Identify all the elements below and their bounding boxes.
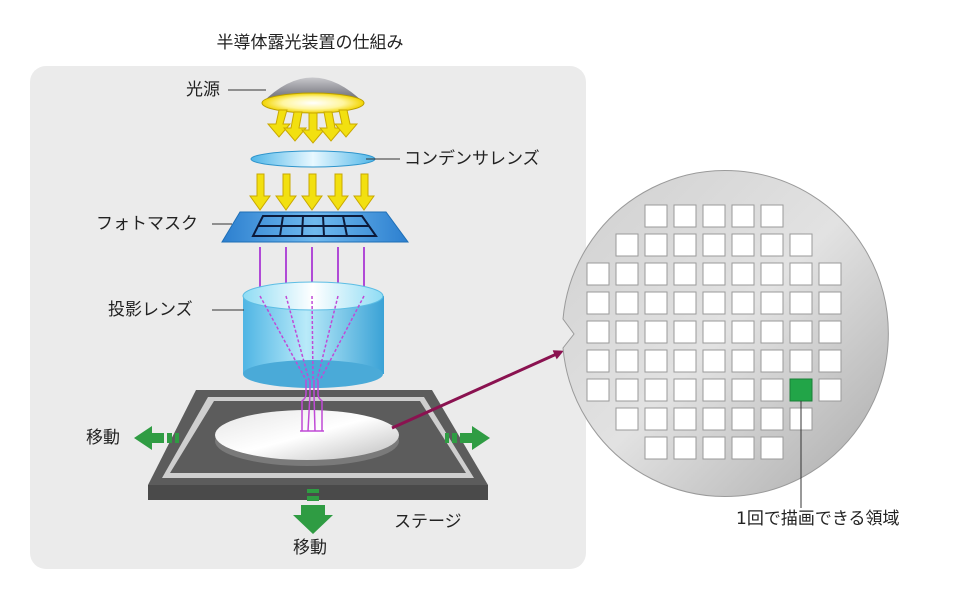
- die-highlighted: [789, 378, 813, 402]
- die: [644, 262, 668, 286]
- die: [702, 291, 726, 315]
- die: [731, 407, 755, 431]
- die: [731, 349, 755, 373]
- die: [760, 407, 784, 431]
- label-light-source: 光源: [186, 80, 220, 100]
- die: [702, 407, 726, 431]
- label-stage: ステージ: [394, 512, 462, 532]
- die: [731, 262, 755, 286]
- die: [702, 378, 726, 402]
- wafer-on-stage: [215, 410, 399, 466]
- die: [760, 262, 784, 286]
- die: [586, 262, 610, 286]
- die: [644, 407, 668, 431]
- leader-lines: [212, 89, 400, 311]
- move-arrow-right: [445, 426, 490, 450]
- diagram-title: 半導体露光装置の仕組み: [216, 33, 404, 53]
- die: [731, 378, 755, 402]
- die: [673, 233, 697, 257]
- die: [644, 378, 668, 402]
- die: [731, 436, 755, 460]
- label-condenser-lens: コンデンサレンズ: [404, 149, 540, 169]
- die: [789, 320, 813, 344]
- die: [702, 349, 726, 373]
- die: [673, 349, 697, 373]
- die: [586, 291, 610, 315]
- die: [702, 233, 726, 257]
- die: [615, 407, 639, 431]
- die: [673, 262, 697, 286]
- die: [702, 320, 726, 344]
- label-move-left: 移動: [86, 428, 120, 448]
- label-projection-lens: 投影レンズ: [108, 300, 193, 320]
- die: [644, 233, 668, 257]
- die: [644, 204, 668, 228]
- die: [673, 291, 697, 315]
- die: [789, 291, 813, 315]
- die: [731, 204, 755, 228]
- move-arrow-left: [134, 426, 179, 450]
- die: [673, 204, 697, 228]
- die: [760, 320, 784, 344]
- die: [789, 262, 813, 286]
- die: [673, 407, 697, 431]
- die: [760, 436, 784, 460]
- beams-converging: [259, 295, 365, 381]
- die: [760, 349, 784, 373]
- die: [702, 204, 726, 228]
- die: [760, 291, 784, 315]
- die: [731, 291, 755, 315]
- die: [818, 262, 842, 286]
- die: [644, 436, 668, 460]
- die: [818, 378, 842, 402]
- die: [586, 349, 610, 373]
- die: [760, 233, 784, 257]
- die: [702, 262, 726, 286]
- die: [644, 320, 668, 344]
- die: [818, 291, 842, 315]
- die: [760, 378, 784, 402]
- die: [644, 349, 668, 373]
- photomask: [221, 211, 409, 243]
- label-photomask: フォトマスク: [96, 214, 198, 234]
- die: [731, 320, 755, 344]
- die: [818, 349, 842, 373]
- die-grid: [586, 204, 842, 460]
- die: [586, 378, 610, 402]
- light-rays-upper: [266, 109, 359, 144]
- die: [818, 320, 842, 344]
- pointer-arrow: [391, 350, 564, 430]
- die: [702, 436, 726, 460]
- label-single-exposure-area: 1回で描画できる領域: [736, 509, 900, 529]
- wafer-zoomed: [562, 170, 889, 497]
- die: [615, 291, 639, 315]
- beam-bundle: [300, 380, 324, 432]
- die: [615, 262, 639, 286]
- die: [673, 320, 697, 344]
- die: [789, 349, 813, 373]
- die: [673, 436, 697, 460]
- die: [615, 320, 639, 344]
- die: [615, 349, 639, 373]
- move-arrow-down: [293, 489, 333, 534]
- die: [673, 378, 697, 402]
- light-rays-lower: [249, 173, 375, 211]
- die: [644, 291, 668, 315]
- label-move-bottom: 移動: [293, 538, 327, 558]
- die: [789, 233, 813, 257]
- die: [615, 378, 639, 402]
- die: [586, 320, 610, 344]
- condenser-lens: [250, 150, 376, 168]
- die: [760, 204, 784, 228]
- die: [731, 233, 755, 257]
- light-source-lamp: [261, 77, 365, 114]
- die: [615, 233, 639, 257]
